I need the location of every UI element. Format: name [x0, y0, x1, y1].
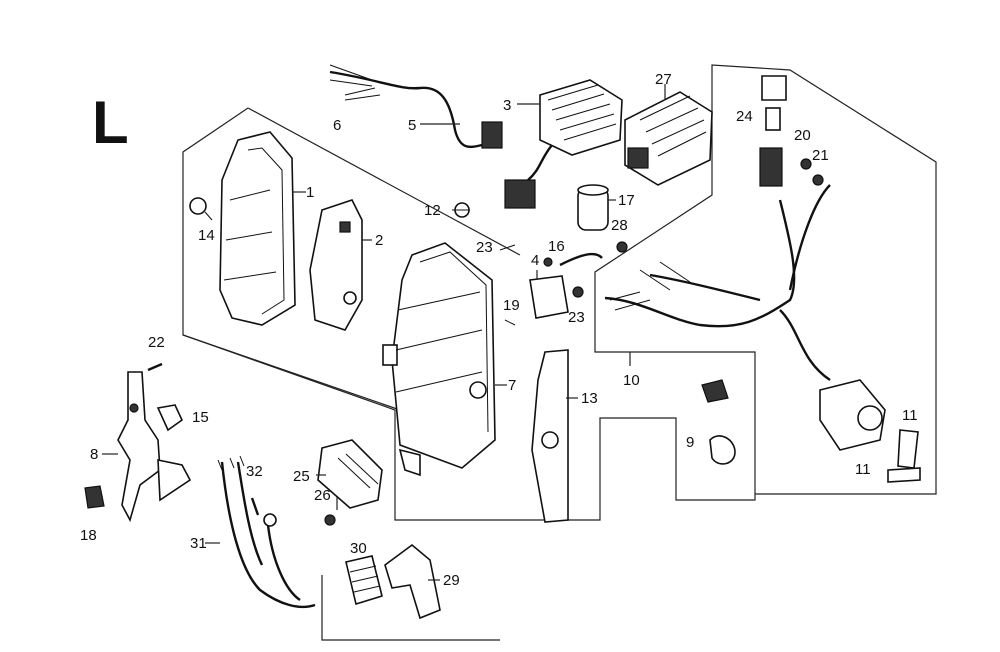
plate [531, 349, 569, 523]
callout-24: 24 [736, 108, 753, 125]
callout-29: 29 [443, 572, 460, 589]
callout-26: 26 [314, 487, 331, 504]
rectifier-30 [345, 555, 383, 606]
screw-32 [250, 497, 260, 516]
callout-11a: 11 [902, 407, 918, 424]
control-box-body [382, 242, 496, 477]
callout-22: 22 [148, 334, 165, 351]
mount-bracket [117, 371, 192, 523]
screw-12 [452, 202, 470, 218]
callout-16: 16 [548, 238, 565, 255]
callout-10: 10 [623, 372, 640, 389]
callout-14: 14 [198, 227, 215, 244]
callout-12: 12 [424, 202, 441, 219]
diode-rectifier [317, 439, 383, 526]
bracket [309, 199, 363, 331]
screw-22 [147, 362, 163, 372]
callout-9: 9 [686, 434, 694, 451]
callout-20: 20 [794, 127, 811, 144]
callout-2: 2 [375, 232, 383, 249]
callout-23b: 23 [568, 309, 585, 326]
callout-7: 7 [508, 377, 516, 394]
cable-clip [709, 435, 736, 465]
grommet [701, 379, 729, 403]
callout-11b: 11 [855, 461, 871, 478]
section-letter: L [92, 89, 129, 156]
clip-15 [156, 404, 184, 432]
ground-harness [217, 455, 316, 609]
callout-28: 28 [611, 217, 628, 234]
small-parts-upper [499, 184, 628, 326]
callout-27: 27 [655, 71, 672, 88]
callout-17: 17 [618, 192, 635, 209]
callout-32: 32 [246, 463, 263, 480]
rectifier [624, 91, 713, 186]
callout-5: 5 [408, 117, 416, 134]
callout-3: 3 [503, 97, 511, 114]
main-harness [604, 184, 886, 451]
callout-15: 15 [192, 409, 209, 426]
callout-labels: 1 2 3 4 5 6 7 8 9 10 11 11 12 13 14 15 1… [80, 71, 918, 589]
callout-23a: 23 [476, 239, 493, 256]
callout-4: 4 [531, 252, 539, 269]
callout-6: 6 [333, 117, 341, 134]
callout-21: 21 [812, 147, 829, 164]
screw-14 [189, 197, 213, 221]
bracket-29 [384, 543, 441, 620]
callout-31: 31 [190, 535, 207, 552]
callout-25: 25 [293, 468, 310, 485]
callout-18: 18 [80, 527, 97, 544]
control-box-cover [219, 131, 296, 326]
group-outlines [182, 64, 937, 521]
fuse-holder [759, 75, 824, 187]
regulator [504, 79, 623, 209]
callout-30: 30 [350, 540, 367, 557]
callout-13: 13 [581, 390, 598, 407]
callout-8: 8 [90, 446, 98, 463]
grommet-18 [84, 485, 105, 509]
callout-19: 19 [503, 297, 520, 314]
callout-1: 1 [306, 184, 314, 201]
wire-harness-small [329, 64, 503, 149]
terminals [887, 429, 921, 483]
